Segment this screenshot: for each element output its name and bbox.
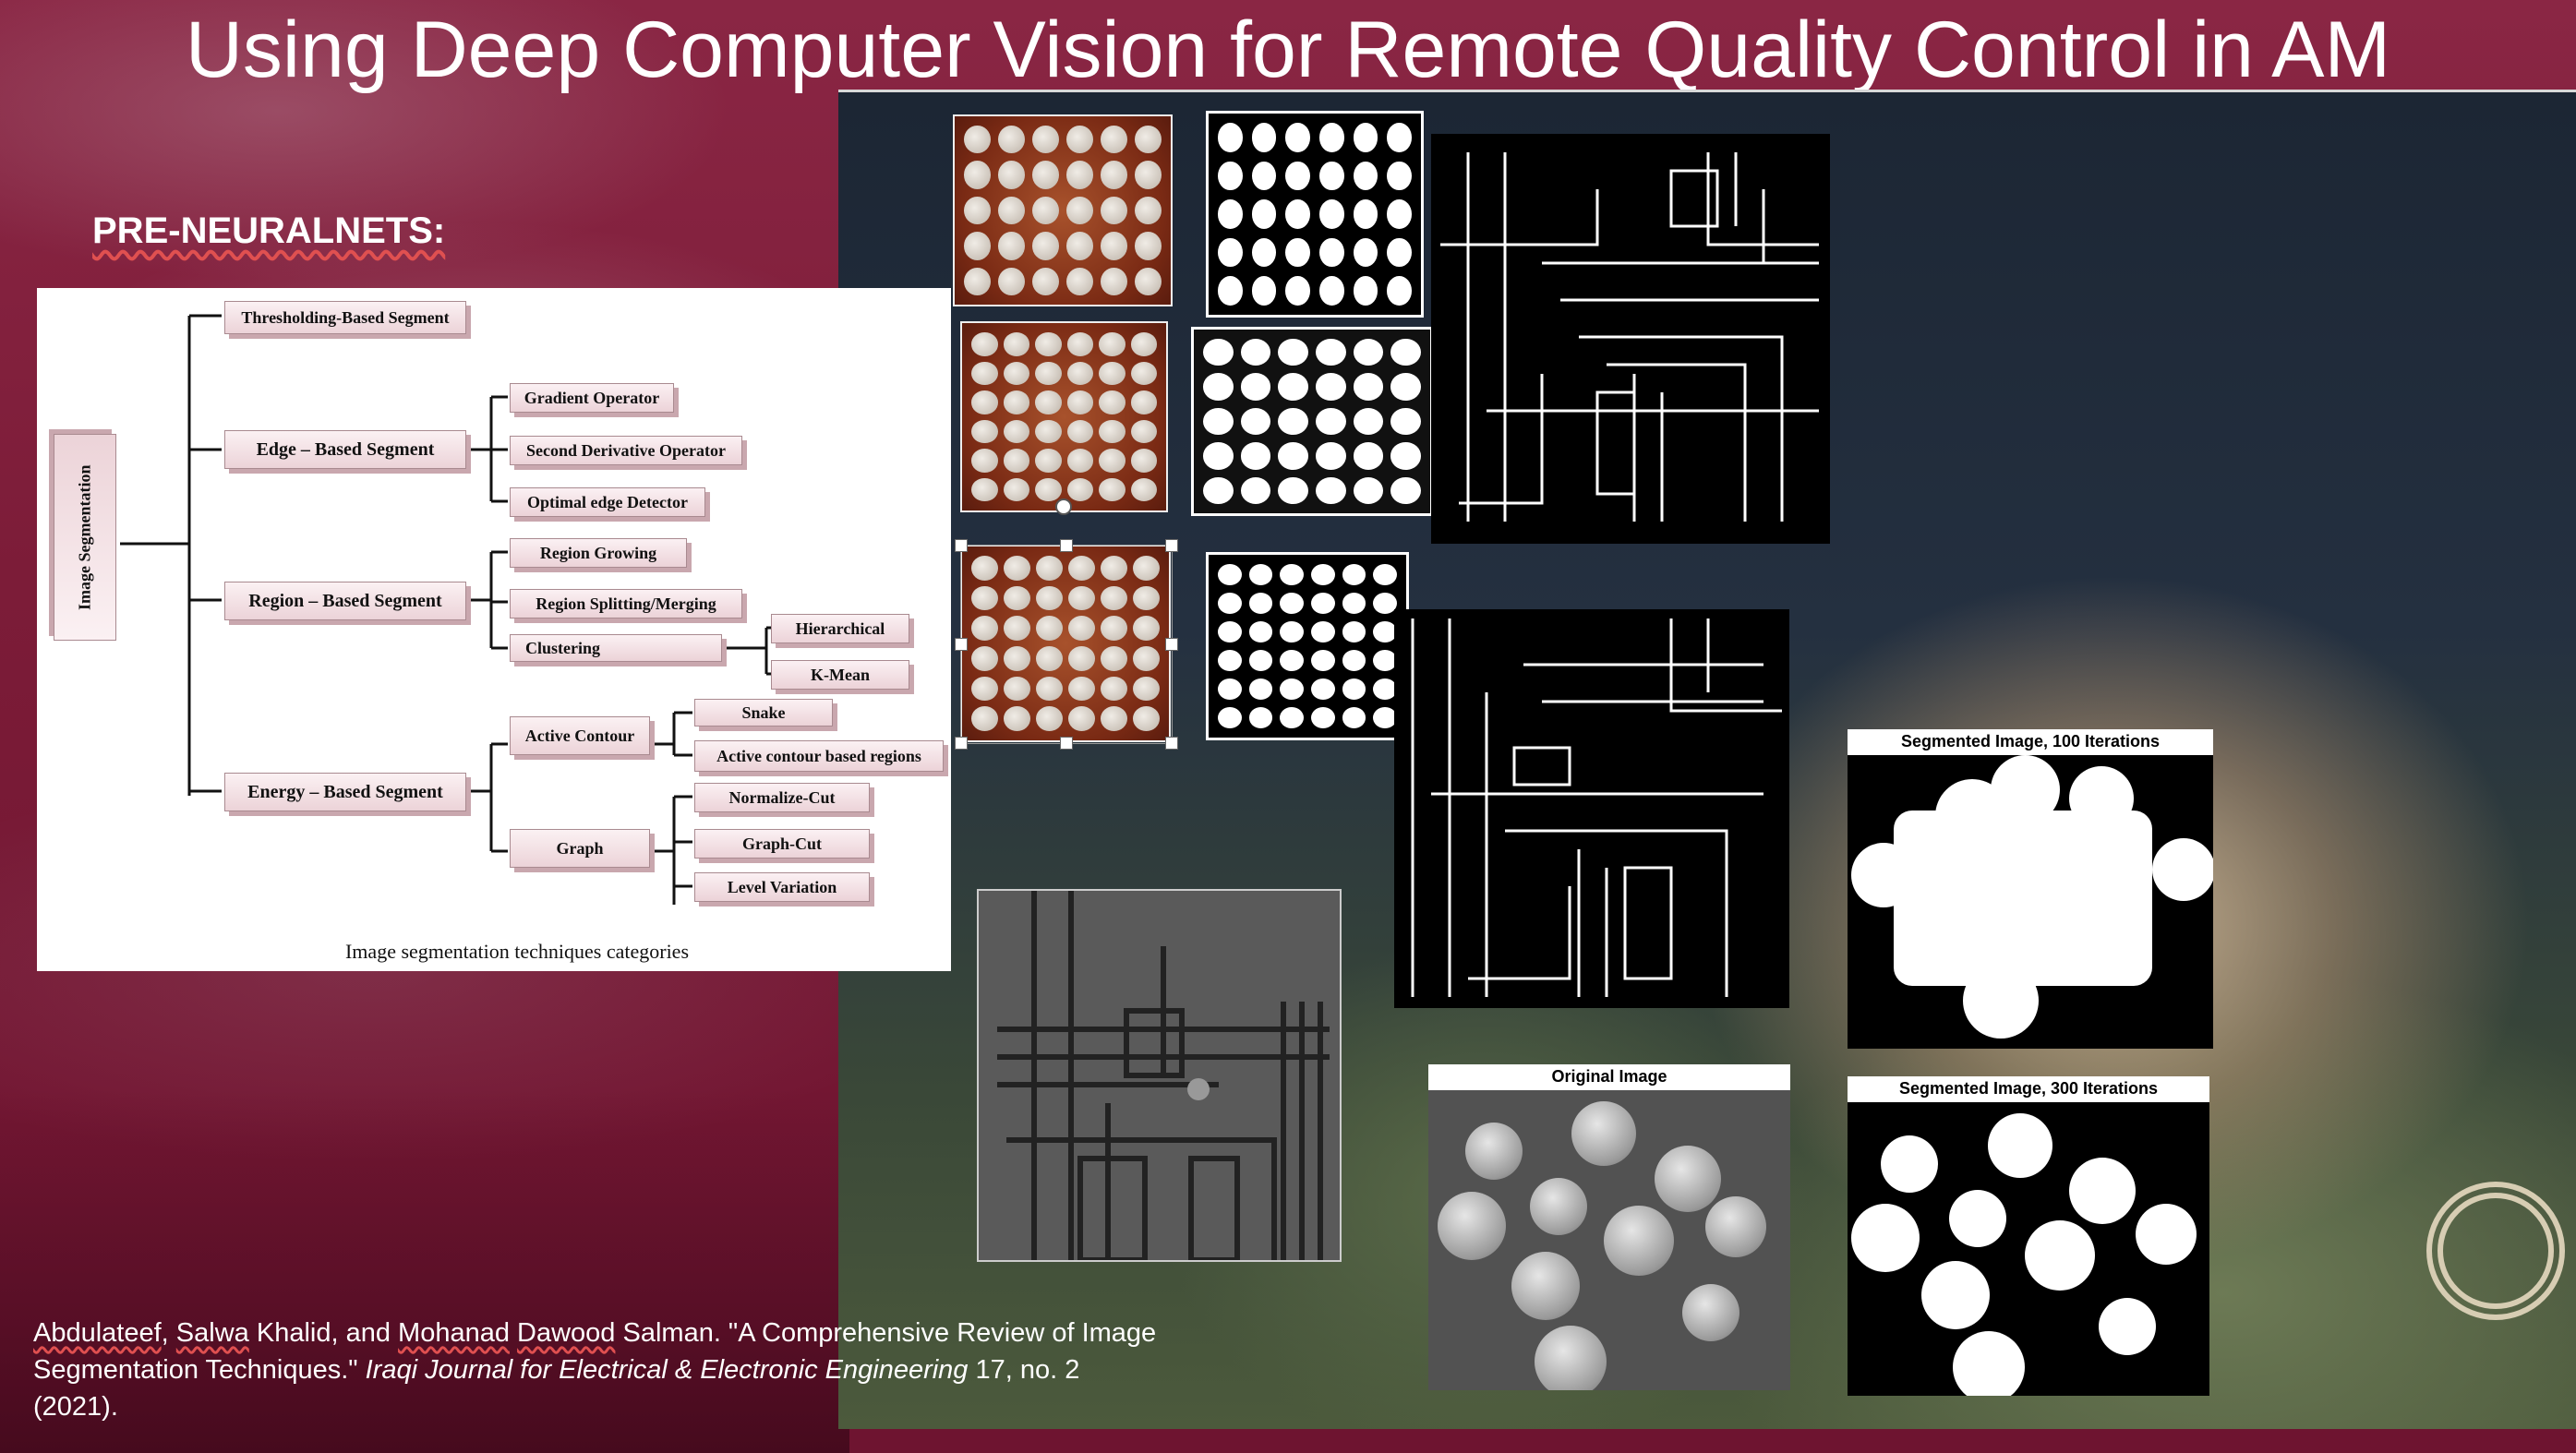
- root-label: Image Segmentation: [75, 464, 94, 610]
- citation-text: 17, no. 2 (2021).: [33, 1355, 1080, 1422]
- region-label: Region – Based Segment: [248, 590, 442, 611]
- citation-author: Mohanad: [398, 1318, 510, 1348]
- binary-plate-2: [1191, 327, 1433, 516]
- resize-handle[interactable]: [1060, 539, 1073, 552]
- edge-child-box: Gradient Operator: [510, 383, 674, 413]
- region-child-label: Region Splitting/Merging: [536, 594, 716, 613]
- region-child-label: Clustering: [525, 638, 600, 657]
- edge-label: Edge – Based Segment: [256, 438, 435, 460]
- original-coins-panel: Original Image: [1428, 1064, 1790, 1390]
- region-child-box: Region Growing: [510, 538, 687, 568]
- citation-text: ,: [161, 1318, 176, 1348]
- slide-title: Using Deep Computer Vision for Remote Qu…: [185, 6, 2391, 94]
- coins-image: [1428, 1090, 1790, 1390]
- rotate-handle-icon[interactable]: [1055, 498, 1072, 515]
- reference-citation: Abdulateef, Salwa Khalid, and Mohanad Da…: [33, 1315, 1160, 1425]
- active-contour-child-label: Snake: [741, 702, 786, 722]
- plate-photo-3-selected[interactable]: [960, 545, 1171, 742]
- clustering-child-label: Hierarchical: [795, 618, 885, 638]
- graph-child-label: Graph-Cut: [741, 834, 822, 853]
- citation-text: Salman. "A Comprehensive Review of Image…: [33, 1318, 1157, 1385]
- region-child-box: Region Splitting/Merging: [510, 589, 742, 618]
- plate-photo-1: [953, 114, 1173, 306]
- citation-author: Abdulateef: [33, 1318, 162, 1348]
- citation-journal: Iraqi Journal for Electrical & Electroni…: [365, 1355, 969, 1385]
- citation-author: Salwa: [175, 1318, 249, 1348]
- region-child-label: Region Growing: [539, 543, 657, 562]
- clustering-child-box: Hierarchical: [771, 614, 909, 643]
- resize-handle[interactable]: [1060, 737, 1073, 750]
- graph-child-label: Normalize-Cut: [728, 787, 836, 807]
- energy-child-label: Graph: [556, 838, 604, 858]
- edge-child-box: Optimal edge Detector: [510, 487, 705, 517]
- diagram-connectors: [120, 314, 776, 905]
- segmented-100-panel: Segmented Image, 100 Iterations: [1848, 729, 2213, 1049]
- edge-map-2: [1394, 609, 1789, 1008]
- edge-child-label: Second Derivative Operator: [526, 440, 726, 460]
- chip-traces: [997, 891, 1330, 1260]
- region-child-box: Clustering: [510, 634, 722, 662]
- segmentation-diagram: Image Segmentation Thresholding-Based Se…: [37, 288, 951, 971]
- segmented-300-title: Segmented Image, 300 Iterations: [1848, 1076, 2209, 1100]
- clustering-child-box: K-Mean: [771, 660, 909, 690]
- city-silhouette: [0, 1089, 849, 1453]
- energy-child-label: Active Contour: [524, 726, 635, 745]
- resize-handle[interactable]: [1165, 539, 1178, 552]
- resize-handle[interactable]: [955, 638, 968, 651]
- energy-child-box: Graph: [510, 829, 650, 868]
- graph-child-box: Level Variation: [694, 872, 870, 902]
- graph-child-box: Graph-Cut: [694, 829, 870, 859]
- diagram-caption: Image segmentation techniques categories: [344, 940, 690, 963]
- region-box: Region – Based Segment: [224, 582, 466, 620]
- resize-handle[interactable]: [955, 539, 968, 552]
- energy-box: Energy – Based Segment: [224, 773, 466, 811]
- segmented-300-canvas: [1848, 1102, 2209, 1396]
- graph-child-label: Level Variation: [727, 877, 837, 896]
- active-contour-child-box: Snake: [694, 699, 833, 726]
- original-image-title: Original Image: [1428, 1064, 1790, 1088]
- citation-text: [510, 1318, 517, 1348]
- edge-lines: [1411, 618, 1782, 997]
- edge-child-label: Gradient Operator: [524, 388, 660, 407]
- thresholding-label: Thresholding-Based Segment: [241, 307, 450, 327]
- graph-child-box: Normalize-Cut: [694, 783, 870, 812]
- edge-box: Edge – Based Segment: [224, 430, 466, 469]
- segmented-100-canvas: [1848, 755, 2213, 1049]
- edge-lines: [1440, 152, 1819, 522]
- segmented-300-panel: Segmented Image, 300 Iterations: [1848, 1076, 2209, 1396]
- section-subheading: PRE-NEURALNETS:: [92, 210, 446, 251]
- thresholding-box: Thresholding-Based Segment: [224, 301, 466, 334]
- active-contour-child-label: Active contour based regions: [716, 746, 921, 765]
- energy-child-box: Active Contour: [510, 716, 650, 755]
- plate-photo-2: [960, 321, 1168, 512]
- painting-scroll-spiral: [2426, 1182, 2565, 1320]
- resize-handle[interactable]: [1165, 638, 1178, 651]
- energy-label: Energy – Based Segment: [247, 781, 443, 802]
- root-box: Image Segmentation: [54, 434, 116, 641]
- selection-frame: [960, 545, 1173, 744]
- binary-plate-1: [1206, 111, 1424, 318]
- edge-child-box: Second Derivative Operator: [510, 436, 742, 465]
- segmented-100-title: Segmented Image, 100 Iterations: [1848, 729, 2213, 753]
- binary-plate-3: [1206, 552, 1409, 740]
- citation-text: Khalid, and: [248, 1318, 399, 1348]
- active-contour-child-box: Active contour based regions: [694, 740, 944, 772]
- resize-handle[interactable]: [955, 737, 968, 750]
- edge-child-label: Optimal edge Detector: [527, 492, 688, 511]
- chip-grayscale-image: [977, 889, 1342, 1262]
- resize-handle[interactable]: [1165, 737, 1178, 750]
- citation-author: Dawood: [517, 1318, 616, 1348]
- clustering-child-label: K-Mean: [811, 665, 870, 684]
- edge-map-1: [1431, 134, 1830, 544]
